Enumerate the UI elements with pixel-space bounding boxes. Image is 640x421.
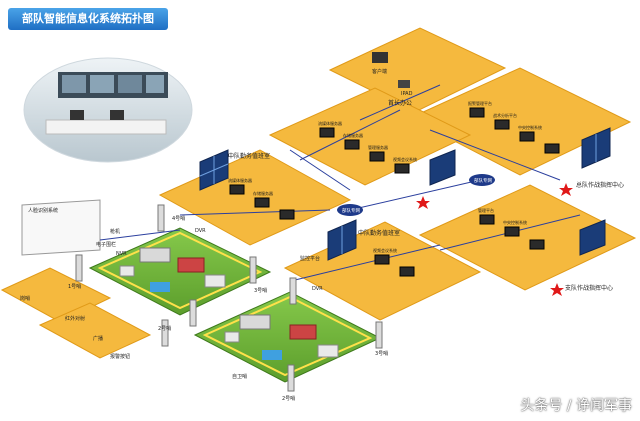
sentry-a-label: 岗哨 (20, 295, 30, 302)
branch-star-icon (550, 283, 564, 296)
core-star-icon (416, 196, 430, 209)
post-3b-label: 3号哨 (375, 350, 388, 357)
sentry-b-label: 自卫哨 (232, 373, 247, 380)
infrared-label: 红外对射 (65, 315, 85, 322)
post-2-label: 2号哨 (158, 325, 171, 332)
video-wall-branch (579, 219, 606, 256)
server-label: 管理平台 (478, 207, 494, 213)
duty-room-a-label: 中队勤务值班室 (228, 152, 270, 160)
video-wall-duty-b (327, 219, 357, 261)
server-label: 管理服务器 (368, 144, 388, 150)
alarm-button-label: 报警按钮 (110, 353, 130, 360)
server-label: 中央控制系统 (518, 124, 542, 130)
ipad-icon (398, 80, 410, 88)
server-label: 视频会议系统 (373, 247, 397, 253)
post-1-label: 1号哨 (68, 283, 81, 290)
camera-label: 枪机 (110, 228, 120, 235)
laptop-icon (372, 52, 388, 63)
broadcast-label: 广播 (93, 335, 103, 342)
video-wall-hq (581, 127, 611, 169)
platform-branch-center (418, 184, 637, 291)
platform-alarm-left (38, 302, 152, 359)
dvr-a-label: DVR (195, 228, 206, 234)
private-net-a-label: 部队专网 (474, 177, 492, 184)
video-wall-core (429, 149, 456, 186)
private-net-node-b (337, 204, 363, 216)
ipad-label: IPAD (401, 91, 413, 97)
server-label: 流媒体服务器 (318, 120, 342, 126)
base-compound-b (193, 291, 382, 383)
dvr-b-label: DVR (312, 286, 323, 292)
platform-face-system (21, 199, 101, 256)
monitor-label: 监控平台 (300, 255, 320, 262)
nvr-label: NVR (116, 251, 127, 257)
sentry-poles (75, 204, 383, 392)
base-compound-a (88, 227, 272, 316)
server-labels: 流媒体服务器 存储服务器 管理服务器 视频会议系统 报警管理平台 战术分析平台 … (228, 100, 542, 253)
server-label: 中央控制系统 (503, 219, 527, 225)
perimeter-alarm-label: 电子围栏 (96, 241, 116, 248)
platform-core-network (268, 87, 472, 186)
client-label: 客户端 (372, 68, 387, 75)
hq-center-label: 总队作战指挥中心 (576, 181, 624, 189)
server-label: 战术分析平台 (493, 112, 517, 118)
face-system-label: 人脸识别系统 (28, 207, 58, 214)
server-label: 报警管理平台 (468, 100, 492, 106)
watermark: 头条号 / 诤闻军事 (520, 398, 632, 414)
server-label: 存储服务器 (253, 190, 273, 196)
platform-hq-center (408, 67, 632, 176)
video-wall-duty-a (199, 149, 229, 191)
server-group (229, 107, 560, 277)
post-3-label: 3号哨 (254, 287, 267, 294)
page-title: 部队智能信息化系统拓扑图 (8, 8, 168, 30)
private-net-node-a (469, 174, 495, 186)
server-label: 存储服务器 (343, 132, 363, 138)
post-4-label: 4号哨 (172, 215, 185, 222)
duty-room-b-label: 中队勤务值班室 (358, 229, 400, 237)
server-label: 视频会议系统 (393, 156, 417, 162)
private-net-b-label: 部队专网 (342, 207, 360, 214)
branch-center-label: 支队作战指挥中心 (565, 284, 613, 292)
control-room-photo (23, 57, 193, 163)
hq-star-icon (559, 183, 573, 196)
post-2b-label: 2号哨 (282, 395, 295, 402)
server-label: 流媒体服务器 (228, 177, 252, 183)
chief-office-label: 首长办公 (388, 99, 412, 107)
